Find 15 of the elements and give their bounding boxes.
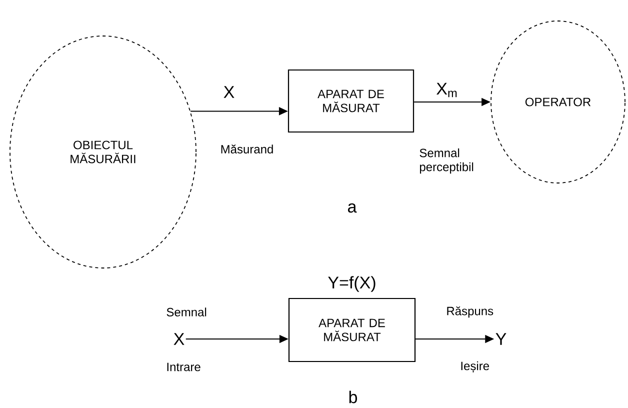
text-label: Semnal perceptibil	[420, 148, 474, 174]
side-label: Ieșire	[461, 361, 489, 373]
text-label: Măsurand	[221, 144, 273, 154]
edge-label: X$_{m}$	[435, 82, 459, 98]
side-label: Y=f(X)	[328, 276, 376, 292]
process-box: APARAT DE MĂSURAT	[288, 298, 416, 362]
text-label: a	[348, 203, 357, 213]
edge-label: X	[222, 85, 236, 99]
signal-symbol: Y	[496, 333, 506, 345]
signal-symbol: X	[174, 333, 184, 345]
side-label: Intrare	[167, 362, 200, 372]
side-label: Răspuns	[447, 306, 494, 318]
text-label: b	[349, 390, 358, 404]
side-label: Semnal	[166, 308, 206, 316]
process-box: APARAT DE MĂSURAT	[288, 69, 414, 133]
